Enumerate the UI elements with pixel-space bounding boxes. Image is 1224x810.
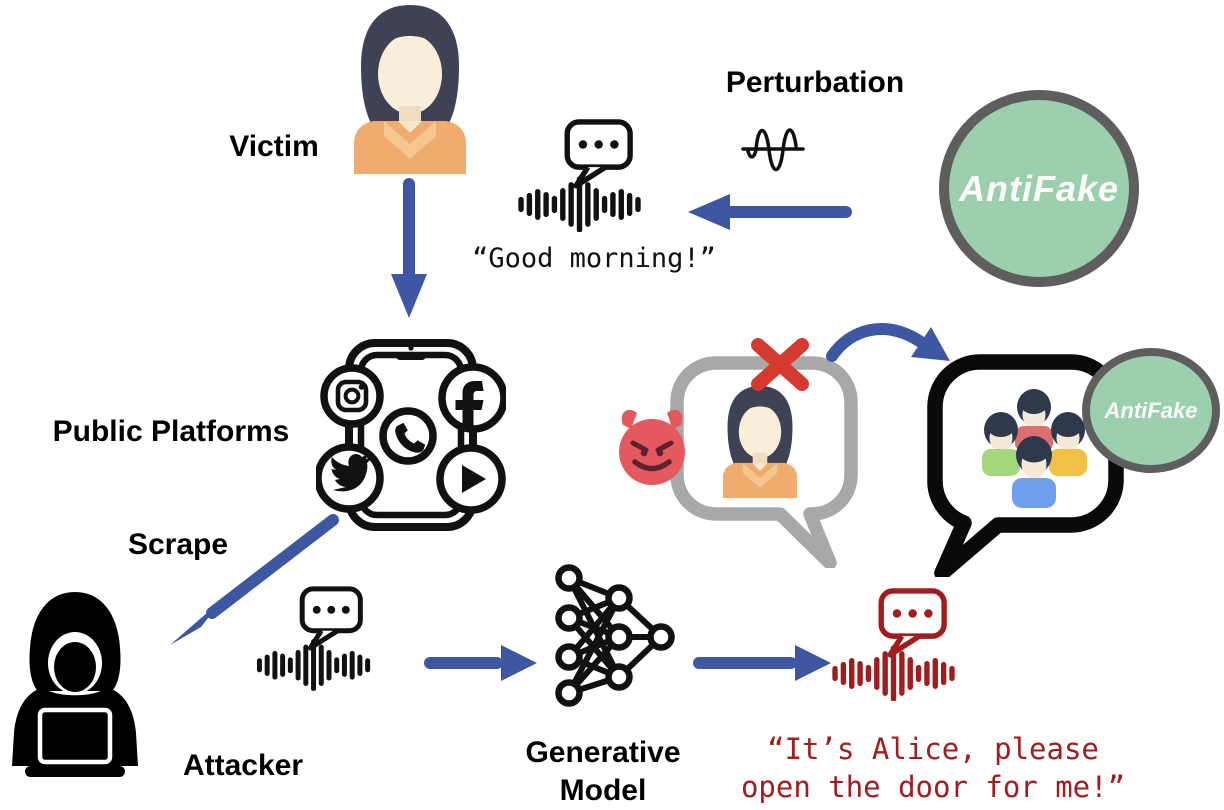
protected-voice-text: “Good morning!” [472, 243, 716, 274]
generative-model-label: Generative Model [525, 734, 680, 810]
group-member-front [1012, 436, 1056, 508]
sine-wave-icon [741, 128, 805, 172]
antifake-badge-text: AntiFake [1104, 397, 1198, 423]
group-member-left [982, 412, 1020, 476]
voice-message-icon [254, 585, 374, 691]
generative-model-label-line2: Model [559, 774, 647, 807]
generative-model-label-line1: Generative [525, 736, 681, 769]
facebook-icon [438, 363, 506, 433]
voice-message-icon-red [829, 587, 959, 701]
hooded-hacker-icon [12, 592, 138, 777]
arrow-victim-to-platforms [391, 178, 427, 318]
deepfake-voice-text-line1: “It’s Alice, please [767, 732, 1099, 766]
arrow-antifake-to-voice [688, 194, 852, 230]
laptop-icon [37, 707, 113, 765]
woman-avatar-icon [340, 2, 480, 174]
antifake-badge-circle: AntiFake [1082, 348, 1220, 473]
youtube-play-icon [436, 444, 506, 514]
public-platforms-label: Public Platforms [52, 415, 290, 448]
cloned-woman-avatar-icon [712, 384, 808, 498]
attacker-label: Attacker [182, 749, 304, 782]
smartphone-social-apps-icon [316, 339, 506, 531]
group-avatars-icon [982, 389, 1087, 508]
antifake-logo-circle: AntiFake [939, 90, 1139, 287]
scrape-label: Scrape [127, 528, 229, 561]
twitter-icon [316, 443, 384, 513]
arrow-attacker-to-model [424, 645, 537, 681]
antifake-logo-text: AntiFake [958, 167, 1120, 209]
group-member-right [1049, 412, 1087, 476]
deepfake-voice-text-line2: open the door for me!” [740, 770, 1126, 804]
neural-network-icon [555, 564, 675, 707]
red-x-icon [751, 338, 809, 391]
deepfake-voice-text: “It’s Alice, please open the door for me… [741, 730, 1125, 806]
devil-emoji-icon [619, 409, 685, 485]
arrow-model-to-deepfake [693, 645, 831, 681]
phone-camera-dot [408, 345, 414, 351]
whatsapp-icon [379, 407, 437, 465]
instagram-icon [320, 364, 384, 428]
perturbation-label: Perturbation [725, 66, 905, 99]
phone-notch [396, 352, 426, 360]
voice-message-icon [515, 118, 645, 232]
victim-label: Victim [229, 130, 319, 163]
